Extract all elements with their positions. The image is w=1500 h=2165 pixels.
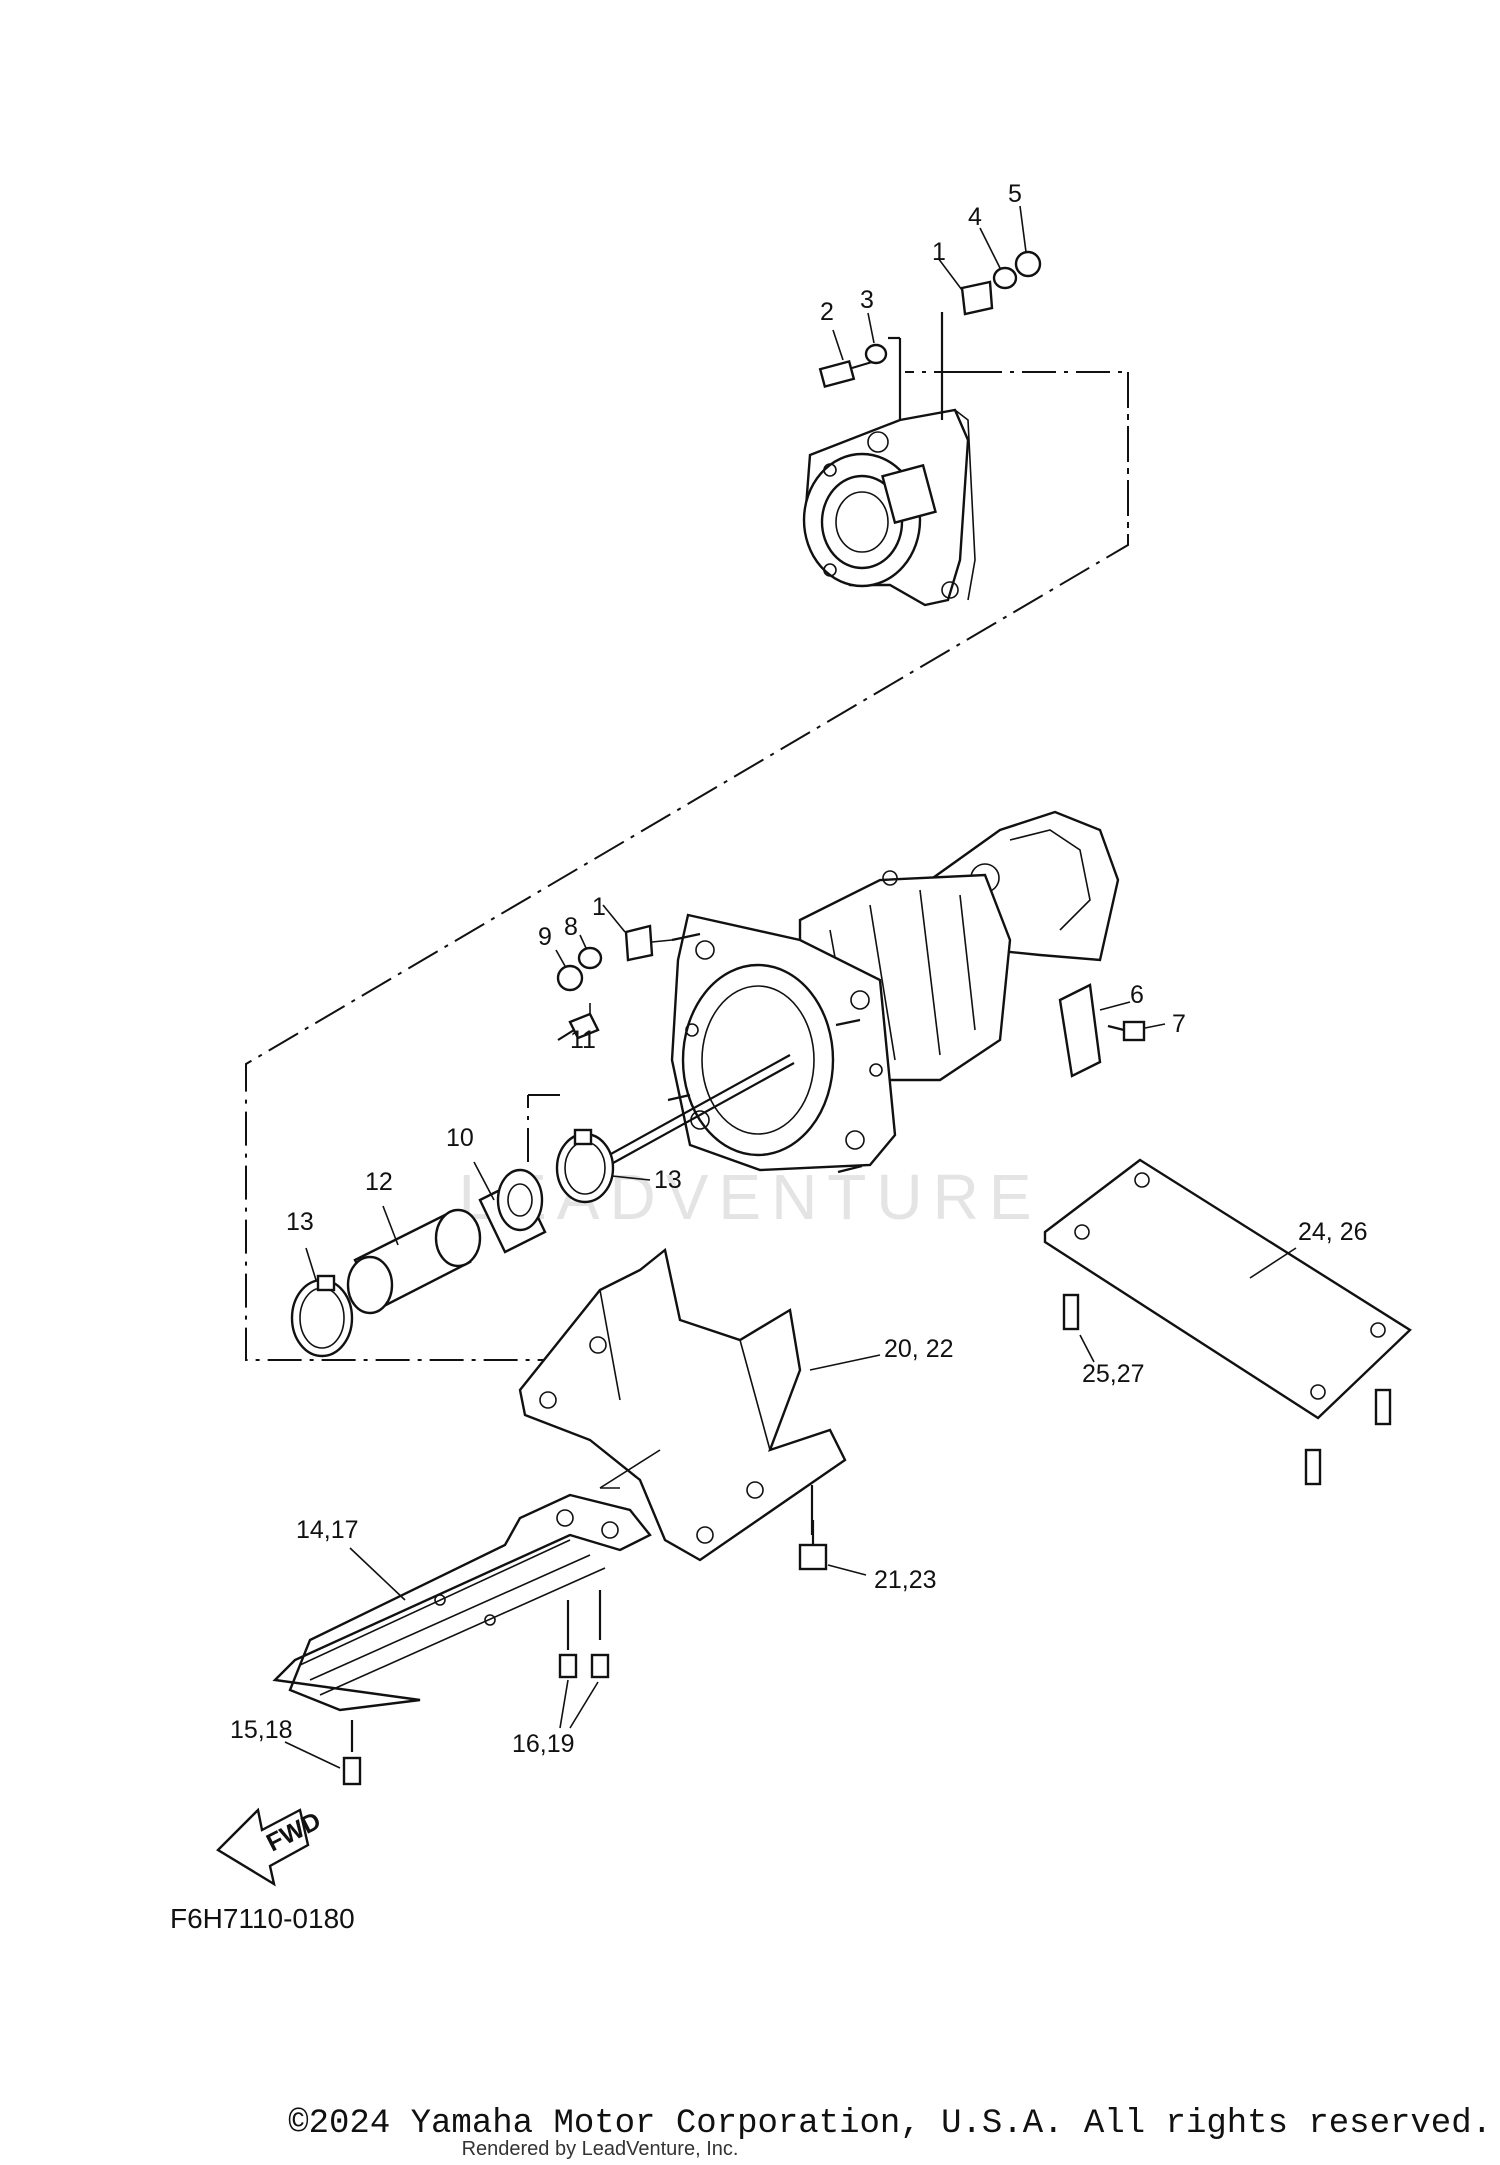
callout-2: 2 bbox=[820, 298, 834, 326]
clamp-part-13-right bbox=[555, 1128, 615, 1204]
callout-6: 6 bbox=[1130, 981, 1144, 1009]
callout-5: 5 bbox=[1008, 180, 1022, 208]
ride-plate-part-20-22 bbox=[518, 1247, 847, 1562]
callout-25-27: 25,27 bbox=[1082, 1360, 1145, 1388]
callout-15-18: 15,18 bbox=[230, 1716, 293, 1744]
hose-part-12 bbox=[346, 1208, 482, 1315]
callout-1-top: 1 bbox=[932, 238, 946, 266]
callout-7: 7 bbox=[1172, 1010, 1186, 1038]
callout-21-23: 21,23 bbox=[874, 1566, 937, 1594]
callout-1-mid: 1 bbox=[592, 893, 606, 921]
callout-20-22: 20, 22 bbox=[884, 1335, 954, 1363]
callout-24-26: 24, 26 bbox=[1298, 1218, 1368, 1246]
plate-part-1-top bbox=[960, 280, 994, 316]
bearing-housing bbox=[802, 408, 976, 607]
cover-plate-part-24-26 bbox=[1043, 1158, 1412, 1420]
diagram-code: F6H7110-0180 bbox=[170, 1903, 355, 1934]
screw-part-15-18 bbox=[342, 1720, 362, 1786]
intake-grate-part-14-17 bbox=[272, 1493, 652, 1712]
callout-10: 10 bbox=[446, 1124, 474, 1152]
callout-11: 11 bbox=[570, 1026, 596, 1054]
jet-pump-assembly bbox=[599, 810, 1120, 1174]
callout-14-17: 14,17 bbox=[296, 1516, 359, 1544]
callout-4: 4 bbox=[968, 203, 982, 231]
callout-12: 12 bbox=[365, 1168, 393, 1196]
screw-part-11 bbox=[557, 1012, 600, 1041]
rendered-by-notice: Rendered by LeadVenture, Inc. bbox=[461, 2138, 739, 2160]
bolts-part-16-19 bbox=[558, 1590, 610, 1679]
clamp-part-13-left bbox=[290, 1274, 354, 1358]
nut-part-9 bbox=[556, 964, 584, 992]
callout-13-right: 13 bbox=[654, 1166, 682, 1194]
assembly-boundary bbox=[245, 371, 1129, 1361]
watermark: LEADVENTURE bbox=[458, 1161, 1042, 1233]
bolt-part-7 bbox=[1107, 1020, 1146, 1042]
callout-8: 8 bbox=[564, 913, 578, 941]
coupler-part-10 bbox=[478, 1168, 547, 1254]
bolt-part-21-23 bbox=[798, 1485, 828, 1571]
pad-part-6 bbox=[1058, 983, 1102, 1078]
bolt-part-2 bbox=[818, 359, 873, 389]
callout-3: 3 bbox=[860, 286, 874, 314]
callout-16-19: 16,19 bbox=[512, 1730, 575, 1758]
callout-9: 9 bbox=[538, 923, 552, 951]
screws-part-25-27 bbox=[1062, 1293, 1392, 1486]
nut-part-5 bbox=[1014, 250, 1042, 278]
washer-part-4 bbox=[992, 266, 1018, 290]
fwd-arrow-icon bbox=[216, 1807, 310, 1887]
plate-part-1-mid bbox=[624, 924, 654, 962]
washer-part-3 bbox=[864, 343, 888, 365]
callout-13-left: 13 bbox=[286, 1208, 314, 1236]
washer-part-8 bbox=[577, 946, 603, 970]
copyright-notice: ©2024 Yamaha Motor Corporation, U.S.A. A… bbox=[288, 2105, 1492, 2143]
